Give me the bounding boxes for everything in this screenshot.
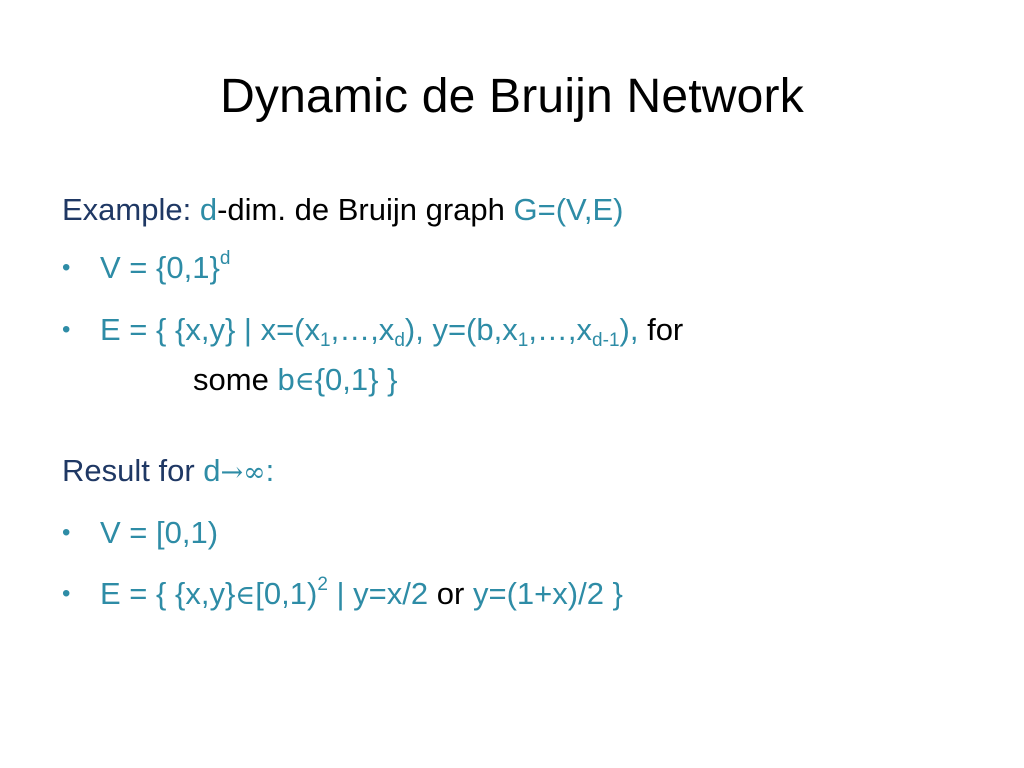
bullet-e-interval: • E = { {x,y}∈[0,1)2 | y=x/2 or y=(1+x)/2…	[62, 574, 623, 616]
slide-title: Dynamic de Bruijn Network	[220, 70, 804, 123]
e-set-b: b	[277, 362, 295, 397]
e-set-continuation: some b∈{0,1} }	[193, 360, 397, 402]
element-of-symbol: ∈	[294, 366, 315, 397]
e-set-sub1: 1	[320, 330, 331, 351]
e-set-sub3: 1	[517, 330, 529, 351]
e-set-sub2: d	[394, 330, 405, 351]
example-graph: G=(V,E)	[513, 192, 624, 227]
v-interval-text: V = [0,1)	[100, 515, 219, 550]
element-of-symbol: ∈	[235, 580, 256, 611]
bullet-e-set: •E = { {x,y} | x=(x1,…,xd), y=(b,x1,…,xd…	[62, 310, 683, 350]
e-set-part1: E = { {x,y} | x=(x	[100, 312, 320, 347]
e-set-part4: ,…,x	[528, 312, 593, 347]
bullet-v-interval: • V = [0,1)	[62, 513, 218, 553]
e-set-part5: ),	[619, 312, 639, 347]
e-set-binary: {0,1} }	[314, 362, 398, 397]
e-interval-or: or	[436, 576, 465, 611]
bullet-icon: •	[62, 519, 71, 546]
e-interval-sup: 2	[317, 574, 328, 595]
e-set-some: some	[193, 362, 269, 397]
e-set-for: for	[647, 312, 684, 347]
result-label: Result for	[62, 453, 195, 488]
bullet-icon: •	[62, 316, 71, 343]
e-interval-part2: [0,1)	[255, 576, 318, 611]
bullet-icon: •	[62, 580, 71, 607]
bullet-v-set: • V = {0,1}d	[62, 248, 230, 288]
e-set-part3: ), y=(b,x	[404, 312, 518, 347]
example-label: Example:	[62, 192, 192, 227]
result-heading: Result for d→∞:	[62, 451, 274, 493]
e-set-sub4: d-1	[592, 330, 620, 351]
bullet-icon: •	[62, 254, 71, 281]
e-interval-part1: E = { {x,y}	[100, 576, 236, 611]
e-interval-part3: | y=x/2	[327, 576, 429, 611]
result-colon: :	[265, 453, 275, 488]
v-set-sup: d	[219, 248, 231, 269]
example-d: d	[199, 192, 218, 227]
infinity-symbol: ∞	[243, 457, 266, 488]
result-d: d	[203, 453, 221, 488]
example-text: -dim. de Bruijn graph	[217, 192, 505, 227]
v-set-text: V = {0,1}	[100, 250, 220, 285]
e-interval-part4: y=(1+x)/2 }	[472, 576, 623, 611]
example-heading: Example: d-dim. de Bruijn graph G=(V,E)	[62, 190, 623, 230]
arrow-symbol: →	[220, 457, 244, 488]
e-set-part2: ,…,x	[330, 312, 395, 347]
